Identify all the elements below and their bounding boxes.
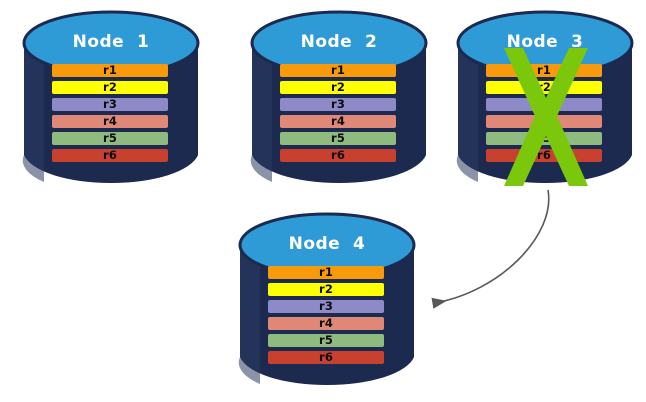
row-r1[interactable]: r1 — [486, 64, 602, 77]
row-r3[interactable]: r3 — [52, 98, 168, 111]
row-r6[interactable]: r6 — [268, 351, 384, 364]
node-cylinder-node-3[interactable]: Node 3 r1 r2 r3 r4 r5 r6 — [456, 10, 634, 188]
row-r6[interactable]: r6 — [486, 149, 602, 162]
node-cylinder-node-4[interactable]: Node 4 r1 r2 r3 r4 r5 r6 — [238, 212, 416, 390]
row-r5[interactable]: r5 — [280, 132, 396, 145]
row-r5[interactable]: r5 — [52, 132, 168, 145]
row-r2[interactable]: r2 — [280, 81, 396, 94]
row-r3[interactable]: r3 — [268, 300, 384, 313]
row-r3[interactable]: r3 — [280, 98, 396, 111]
row-r2[interactable]: r2 — [268, 283, 384, 296]
row-r5[interactable]: r5 — [268, 334, 384, 347]
row-r4[interactable]: r4 — [280, 115, 396, 128]
row-r3[interactable]: r3 — [486, 98, 602, 111]
row-r6[interactable]: r6 — [280, 149, 396, 162]
cylinder-shape — [22, 10, 200, 184]
row-r5[interactable]: r5 — [486, 132, 602, 145]
row-r4[interactable]: r4 — [268, 317, 384, 330]
row-r2[interactable]: r2 — [52, 81, 168, 94]
row-r1[interactable]: r1 — [268, 266, 384, 279]
node-cylinder-node-1[interactable]: Node 1 r1 r2 r3 r4 r5 r6 — [22, 10, 200, 188]
row-r4[interactable]: r4 — [486, 115, 602, 128]
row-r1[interactable]: r1 — [280, 64, 396, 77]
cylinder-shape — [250, 10, 428, 184]
node-cylinder-node-2[interactable]: Node 2 r1 r2 r3 r4 r5 r6 — [250, 10, 428, 188]
row-r1[interactable]: r1 — [52, 64, 168, 77]
row-r2[interactable]: r2 — [486, 81, 602, 94]
row-r4[interactable]: r4 — [52, 115, 168, 128]
row-r6[interactable]: r6 — [52, 149, 168, 162]
cylinder-shape — [238, 212, 416, 386]
